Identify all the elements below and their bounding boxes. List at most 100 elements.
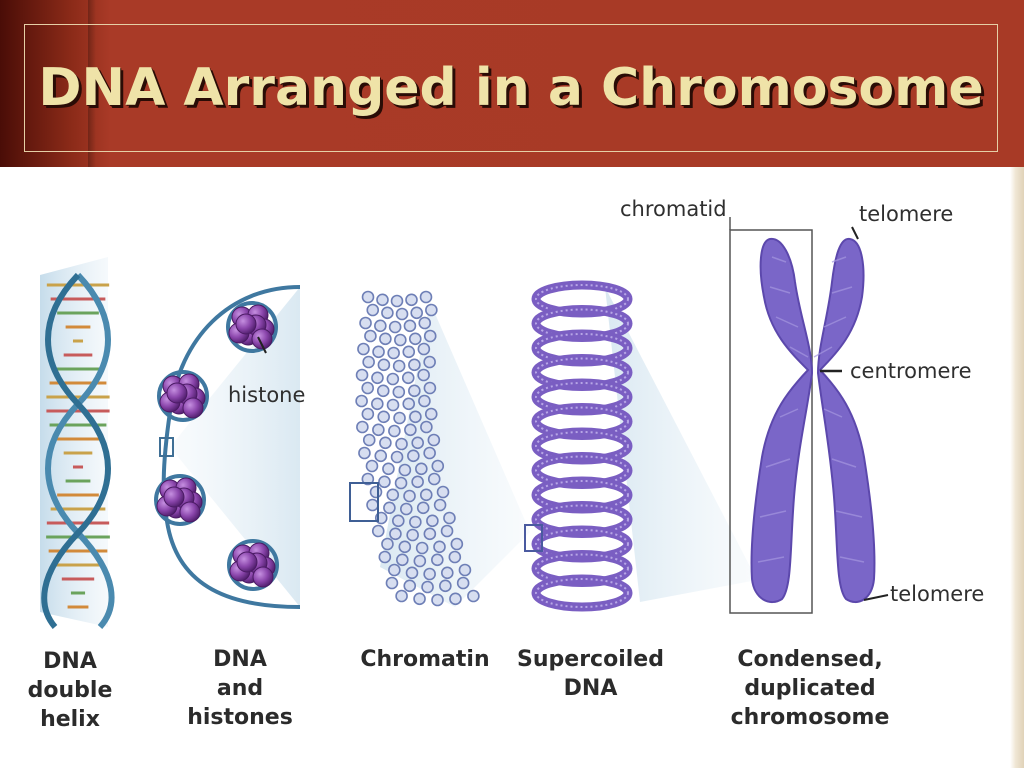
condensed-chromosome (729, 217, 889, 614)
chromatin-bead (415, 541, 429, 555)
chromatin-bead (450, 537, 464, 551)
chromatin-bead (426, 514, 439, 528)
chromatin-bead (390, 294, 404, 308)
chromatin-bead (359, 316, 372, 330)
chromatin-bead (364, 329, 377, 343)
helix-strand-b (41, 272, 111, 629)
histone-bead (166, 382, 188, 404)
histone-dna-wrap (157, 370, 209, 422)
chromatin-bead (408, 332, 422, 346)
caption-supercoiled-dna: Supercoiled DNA (517, 647, 664, 701)
chromatin-bead (458, 563, 472, 577)
chromatin-bead (361, 472, 375, 486)
chromatin-bead (378, 475, 391, 489)
histone-bead (236, 551, 258, 573)
chromatin-bead (419, 290, 433, 304)
chromatin-bead (394, 476, 408, 490)
chromatin-bead (415, 462, 428, 476)
chromatin-bead (423, 567, 436, 581)
supercoiled-dna (524, 280, 633, 612)
chromatin-bead (423, 446, 436, 460)
chromatin-bead (418, 316, 432, 330)
chromatin-bead (374, 449, 388, 463)
chromatin-bead (408, 384, 421, 398)
chromatin-bead (408, 358, 421, 372)
histone-bead (182, 397, 204, 419)
chromatin-fiber (349, 290, 480, 607)
chromatin-bead (386, 488, 400, 502)
chromatin-bead (431, 459, 445, 473)
chromatin-bead (392, 359, 406, 373)
chromatin-bead (395, 589, 408, 603)
chromatin-bead (365, 459, 379, 473)
chromatin-bead (358, 446, 371, 460)
chromatin-bead (376, 384, 390, 398)
chromatin-bead (374, 319, 387, 333)
chromatin-bead (389, 527, 402, 541)
supercoil-loop-texture (535, 578, 629, 608)
chromatin-bead (403, 319, 417, 333)
diagram-illustration (40, 217, 889, 630)
chromatin-bead (356, 420, 369, 434)
chromatin-bead (398, 540, 412, 554)
chromatin-bead (423, 381, 437, 395)
dna-double-helix (41, 272, 115, 630)
zoom-box-histone (159, 437, 174, 457)
helix-base-pairs (46, 283, 110, 609)
chromatin-bead (405, 293, 418, 307)
chromatin-bead (404, 423, 417, 437)
chromatin-bead (409, 410, 422, 424)
chromatin-bead (423, 329, 437, 343)
chromatin-bead (355, 394, 368, 408)
zoom-wedge-histone-loop (170, 287, 300, 607)
chromatin-bead (366, 498, 379, 512)
chromatin-bead (372, 423, 385, 437)
chromatin-bead (417, 368, 430, 382)
header-frame (24, 24, 998, 152)
chromatin-bead (431, 593, 444, 607)
chromatin-bead (431, 553, 444, 567)
label-telomere-bottom: telomere (890, 582, 985, 606)
chromatin-bead (413, 554, 427, 568)
chromatin-bead (393, 411, 406, 425)
chromatin-bead (423, 527, 437, 541)
histone-bead (235, 313, 257, 335)
chromatin-bead (388, 424, 401, 438)
histone-bead (179, 501, 201, 523)
chromatid-outline-box (729, 229, 813, 614)
chromatin-bead (377, 410, 390, 424)
chromatin-bead (409, 515, 422, 529)
slide-header: DNA Arranged in a Chromosome (0, 0, 1024, 167)
histone-dna-wrap (226, 301, 278, 353)
chromatin-bead (382, 462, 395, 476)
chromatin-bead (379, 332, 392, 346)
chromatin-bead (443, 511, 456, 525)
chromatin-bead (420, 420, 433, 434)
histone-dna-wrap (227, 539, 279, 591)
chromatin-bead (366, 303, 380, 317)
chromatin-bead (440, 524, 454, 538)
chromatin-bead (387, 346, 400, 360)
chromatin-bead (371, 371, 384, 385)
chromatin-bead (355, 368, 369, 382)
chromatin-bead (388, 320, 402, 334)
caption-chromatin: Chromatin (360, 647, 490, 672)
chromatin-bead (417, 342, 431, 356)
supercoil-loops (531, 280, 633, 612)
chromatin-bead (436, 485, 450, 499)
zoom-wedge-helix (40, 257, 108, 627)
chromatin-bead (402, 397, 416, 411)
histone-bead (251, 328, 273, 350)
histone-bead (252, 566, 274, 588)
histone-cluster-group (154, 301, 279, 591)
chromatin-bead (433, 540, 446, 554)
chromatid-left (750, 237, 814, 604)
chromatin-bead (427, 472, 441, 486)
chromatin-bead (403, 579, 417, 593)
chromatin-bead (467, 589, 480, 603)
chromatin-bead (361, 290, 375, 304)
supercoil-loop (531, 574, 633, 612)
chromatin-bead (411, 475, 424, 489)
caption-condensed-chromosome: Condensed, duplicated chromosome (730, 647, 890, 730)
caption-dna-double-helix: DNA double helix (27, 649, 113, 732)
